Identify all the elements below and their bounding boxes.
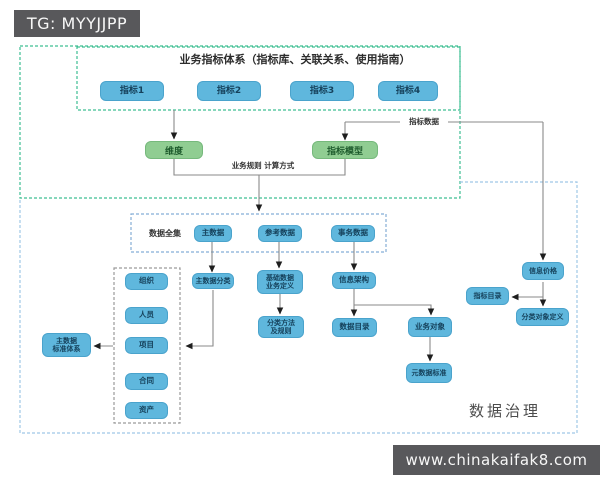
node-contract: 合同	[125, 373, 168, 390]
node-dimension: 维度	[145, 141, 203, 159]
label-data-governance: 数据治理	[468, 402, 541, 420]
node-organization: 组织	[125, 273, 168, 290]
diagram-title: 业务指标体系（指标库、关联关系、使用指南）	[179, 53, 411, 66]
node-indicator-2: 指标2	[197, 81, 261, 101]
label-business-rule: 业务规则 计算方式	[231, 161, 295, 170]
node-master-data: 主数据	[194, 225, 232, 242]
watermark-top: TG: MYYJJPP	[14, 10, 140, 37]
node-project: 项目	[125, 337, 168, 354]
node-classification-object-definition: 分类对象定义	[516, 308, 569, 326]
node-classification-rules: 分类方法 及规则	[258, 316, 304, 338]
node-master-data-classification: 主数据分类	[192, 273, 234, 289]
node-reference-data: 参考数据	[258, 225, 302, 242]
watermark-bottom: www.chinakaifak8.com	[393, 445, 600, 475]
node-indicator-model: 指标模型	[312, 141, 378, 159]
label-data-universe: 数据全集	[149, 229, 181, 238]
border-master-data-items	[113, 267, 181, 424]
border-data-universe	[130, 213, 387, 253]
border-data-governance	[19, 181, 578, 434]
label-indicator-data: 指标数据	[400, 116, 448, 127]
node-indicator-4: 指标4	[378, 81, 438, 101]
node-personnel: 人员	[125, 307, 168, 324]
node-metadata-standard: 元数据标准	[406, 363, 452, 383]
node-information-price: 信息价格	[522, 262, 564, 280]
node-indicator-1: 指标1	[100, 81, 164, 101]
node-transaction-data: 事务数据	[331, 225, 375, 242]
node-indicator-3: 指标3	[290, 81, 354, 101]
node-information-architecture: 信息架构	[332, 272, 376, 289]
node-indicator-catalog: 指标目录	[466, 287, 509, 305]
node-asset: 资产	[125, 402, 168, 419]
node-basic-data-definition: 基础数据 业务定义	[257, 270, 303, 294]
node-business-object: 业务对象	[408, 317, 452, 337]
node-data-catalog: 数据目录	[332, 318, 377, 337]
border-indicator-library	[76, 46, 461, 111]
node-master-data-standard: 主数据 标准体系	[42, 333, 91, 357]
